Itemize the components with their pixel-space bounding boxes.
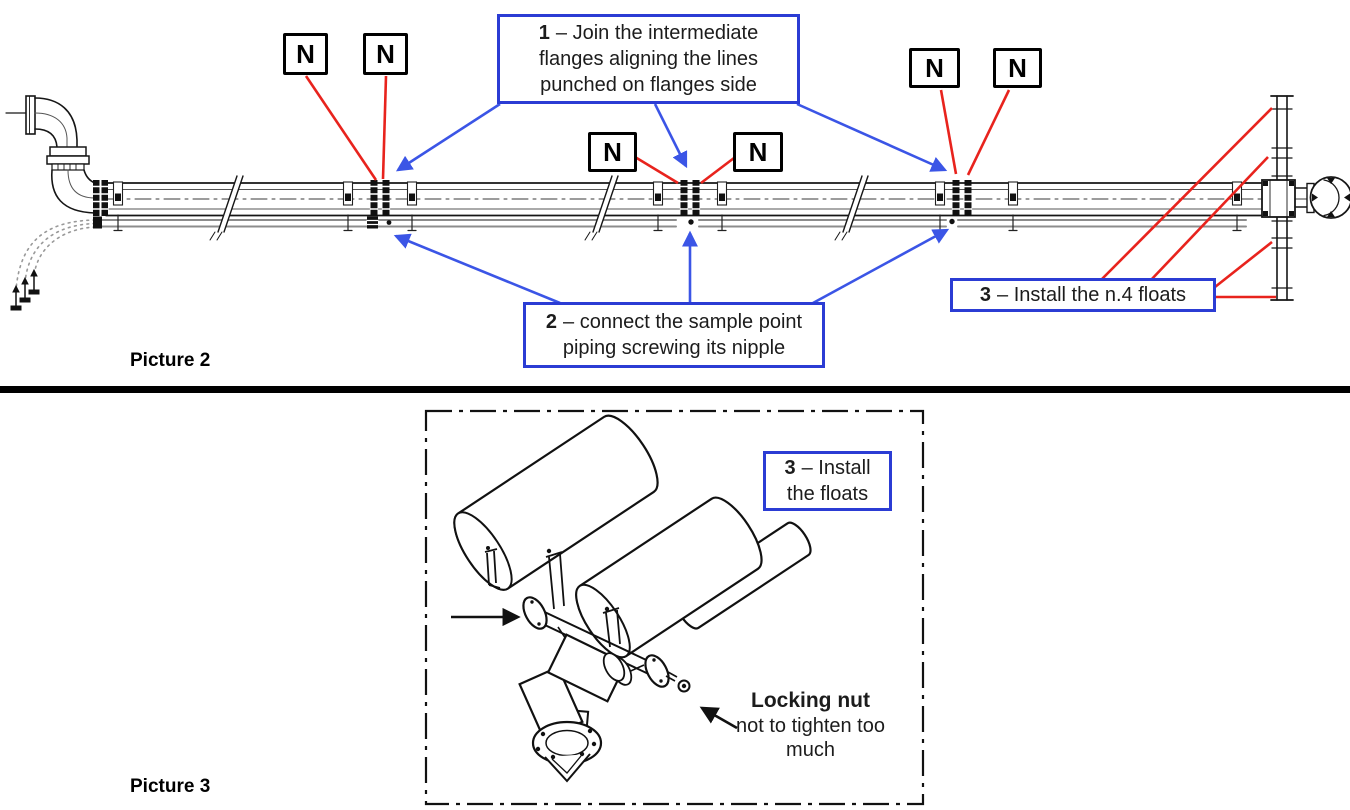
sample-pipe [94, 219, 1247, 228]
step1-number: 1 [538, 22, 550, 44]
callout-step3: 3– Install the n.4 floats [950, 278, 1216, 312]
callout-install-floats: 3– Install the floats [763, 451, 892, 511]
flange-joint-left-end [92, 180, 109, 216]
flange-joints [92, 180, 973, 216]
picture3-drawing [424, 409, 925, 806]
sample-nozzles [10, 268, 40, 311]
step2-text: – connect the sample point piping screwi… [562, 311, 803, 359]
sample-dotted-lines [15, 219, 96, 291]
step1-text: – Join the intermediate flanges aligning… [538, 22, 759, 96]
pipe-elbow-left [5, 95, 96, 214]
arrow-step1-right [796, 102, 948, 172]
sample-pipe-end-flange [93, 216, 102, 229]
n-marker-4: N [733, 132, 783, 172]
section-divider [0, 386, 1350, 393]
n-marker-2: N [363, 33, 408, 75]
locking-nut [677, 679, 691, 693]
end-cap [1294, 176, 1350, 219]
step3-text: – Install the n.4 floats [997, 284, 1187, 306]
float-cylinder-1 [453, 414, 659, 591]
picture3-border [424, 409, 925, 806]
float-straps [545, 548, 621, 648]
flange-joint-1 [369, 180, 391, 216]
flange-joint-2 [679, 180, 701, 216]
callout-step2: 2– connect the sample point piping screw… [523, 302, 825, 368]
pipe-breaks [209, 175, 869, 241]
n-marker-5: N [909, 48, 960, 88]
locking-nut-arrow-icon [699, 706, 738, 730]
n-marker-3: N [588, 132, 637, 172]
arrow-step2-left [393, 233, 561, 305]
picture2-drawing [5, 95, 1350, 311]
locking-nut-text: not to tighten too much [735, 714, 885, 761]
locking-nut-label: Locking nut not to tighten too much [733, 688, 888, 762]
picture3-label: Picture 3 [130, 776, 211, 797]
sample-pipe-nipples [366, 216, 955, 229]
float1-pin [484, 546, 501, 589]
red-leader-lines [304, 75, 1276, 299]
blue-arrows [393, 102, 950, 305]
locking-nut-title: Locking nut [751, 689, 870, 712]
install-floats-number: 3 [784, 457, 796, 479]
arrow-step1-middle [653, 103, 688, 169]
flange-joint-3 [951, 180, 973, 216]
arrow-step1-left [395, 102, 501, 172]
n-marker-6: N [993, 48, 1042, 88]
callout-step1: 1– Join the intermediate flanges alignin… [497, 14, 800, 104]
end-flange-block [1261, 179, 1296, 218]
float-cylinder-2 [575, 496, 763, 659]
step2-number: 2 [545, 311, 558, 333]
picture2-label: Picture 2 [130, 350, 211, 371]
step3-number: 3 [979, 284, 992, 306]
pipe-supports [112, 181, 1243, 232]
base-flange [531, 720, 603, 783]
n-marker-1: N [283, 33, 328, 75]
arm-hubs [522, 596, 678, 688]
install-floats-text: – Install the floats [786, 457, 871, 505]
arrow-step2-right [812, 228, 950, 305]
